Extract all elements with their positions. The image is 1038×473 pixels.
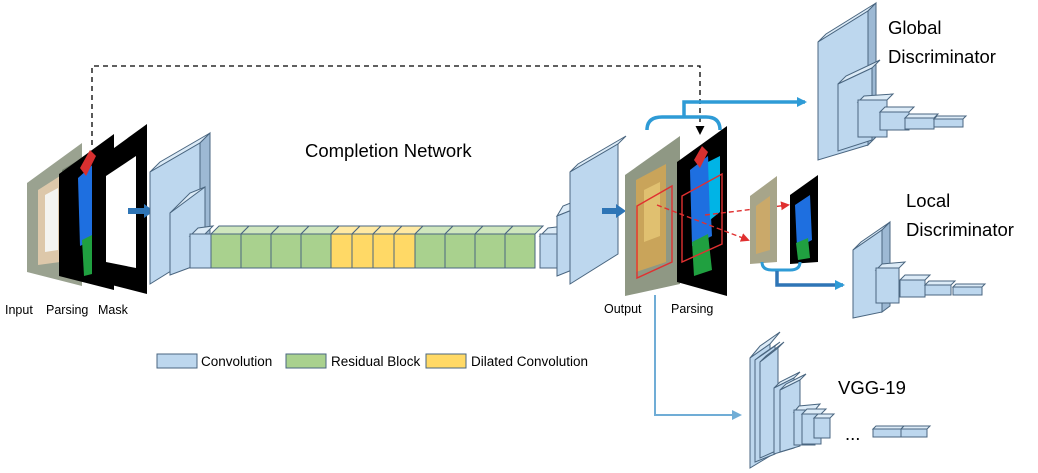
crop-bracket [760, 261, 802, 272]
global-discriminator [817, 1, 968, 161]
local-crop-image [750, 176, 777, 264]
legend-swatch-convolution [156, 353, 198, 369]
mask-label: Mask [98, 303, 129, 317]
residual-block-1 [240, 233, 272, 269]
local-discriminator-label-1: Local [906, 190, 950, 211]
vgg-label: VGG-19 [838, 377, 906, 398]
dilated-block-7 [393, 233, 416, 269]
block-chain [209, 225, 545, 269]
residual-block-9 [444, 233, 476, 269]
legend-label-convolution: Convolution [201, 354, 272, 369]
encoder-conv-3 [188, 225, 215, 269]
residual-block-2 [270, 233, 302, 269]
parsing-input-label: Parsing [46, 303, 88, 317]
mask-image [92, 124, 147, 294]
to-local-arrow [775, 271, 845, 290]
skip-connection [91, 65, 705, 145]
legend: Convolution Residual Block Dilated Convo… [156, 353, 588, 369]
input-label: Input [5, 303, 33, 317]
legend-swatch-residual [285, 353, 327, 369]
output-bracket [645, 115, 722, 131]
legend-swatch-dilated [425, 353, 467, 369]
dilated-block-5 [351, 233, 374, 269]
global-discriminator-label-1: Global [888, 17, 941, 38]
global-discriminator-label-2: Discriminator [888, 46, 996, 67]
residual-block-10 [474, 233, 506, 269]
dilated-block-4 [330, 233, 353, 269]
output-label: Output [604, 302, 642, 316]
to-vgg-arrow [654, 295, 742, 420]
vgg-network [749, 331, 932, 469]
crop-arrow-1 [656, 204, 750, 242]
legend-label-dilated: Dilated Convolution [471, 354, 588, 369]
completion-network-title: Completion Network [305, 140, 472, 161]
parsing-output-image [677, 126, 727, 296]
residual-block-3 [300, 233, 332, 269]
residual-block-0 [210, 233, 242, 269]
to-global-arrow [682, 97, 807, 117]
local-crop-parsing [790, 175, 818, 264]
legend-label-residual: Residual Block [331, 354, 421, 369]
dilated-block-6 [372, 233, 395, 269]
crop-arrow-2 [704, 201, 790, 216]
residual-block-8 [414, 233, 446, 269]
output-crop-box [636, 184, 673, 280]
decoder-conv-3 [569, 135, 627, 285]
residual-block-11 [504, 233, 536, 269]
local-discriminator-label-2: Discriminator [906, 219, 1014, 240]
vgg-ellipsis: ... [845, 423, 860, 444]
local-discriminator [852, 220, 987, 319]
output-image [625, 136, 680, 296]
parsing-output-label: Parsing [671, 302, 713, 316]
